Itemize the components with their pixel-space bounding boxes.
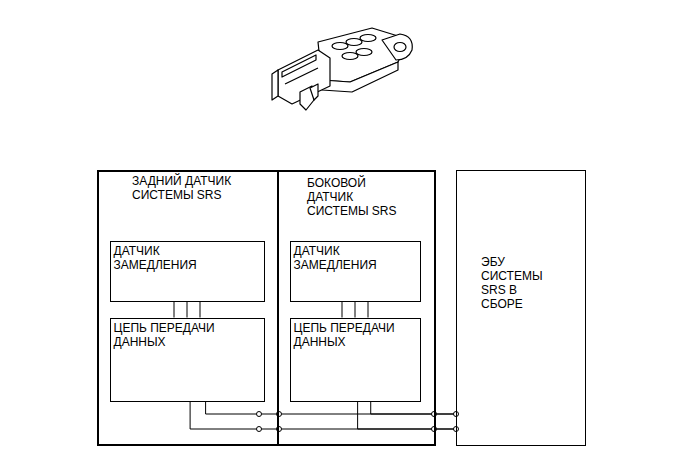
wire-segment [368,302,369,318]
box-label: ЦЕПЬ ПЕРЕДАЧИ ДАННЫХ [294,321,414,349]
box-label: БОКОВОЙ ДАТЧИК СИСТЕМЫ SRS [307,176,407,218]
sensor-block: ДАТЧИК ЗАМЕДЛЕНИЯ [290,241,421,302]
junction-dot [257,412,262,417]
wire [190,402,456,430]
wire-segment [355,302,356,318]
wire [358,402,456,430]
wire-segment [187,302,188,318]
box-label: ЦЕПЬ ПЕРЕДАЧИ ДАННЫХ [114,321,234,349]
wire-segment [190,402,456,430]
wire-segment [174,302,175,318]
wire [342,302,368,318]
sensor-drawing [272,28,412,110]
wire-segment [206,402,456,415]
sensor-unit: ЗАДНИЙ ДАТЧИК СИСТЕМЫ SRS ДАТЧИК ЗАМЕДЛЕН… [97,170,279,446]
box-label: ЗАДНИЙ ДАТЧИК СИСТЕМЫ SRS [132,174,262,202]
circuit-block: ЦЕПЬ ПЕРЕДАЧИ ДАННЫХ [290,318,421,402]
wire-segment [200,302,201,318]
wire-segment [358,402,456,430]
wire-segment [342,302,343,318]
wire [174,302,200,318]
wire-segment [371,402,456,415]
sensor-unit: БОКОВОЙ ДАТЧИК СИСТЕМЫ SRS ДАТЧИК ЗАМЕДЛЕ… [277,170,436,446]
circuit-block: ЦЕПЬ ПЕРЕДАЧИ ДАННЫХ [110,318,265,402]
ecu-unit: ЭБУ СИСТЕМЫ SRS В СБОРЕ [456,170,586,446]
box-label: ДАТЧИК ЗАМЕДЛЕНИЯ [114,244,224,272]
box-label: ЭБУ СИСТЕМЫ SRS В СБОРЕ [481,255,551,312]
box-label: ДАТЧИК ЗАМЕДЛЕНИЯ [294,244,404,272]
sensor-block: ДАТЧИК ЗАМЕДЛЕНИЯ [110,241,265,302]
junction-dot [257,427,262,432]
